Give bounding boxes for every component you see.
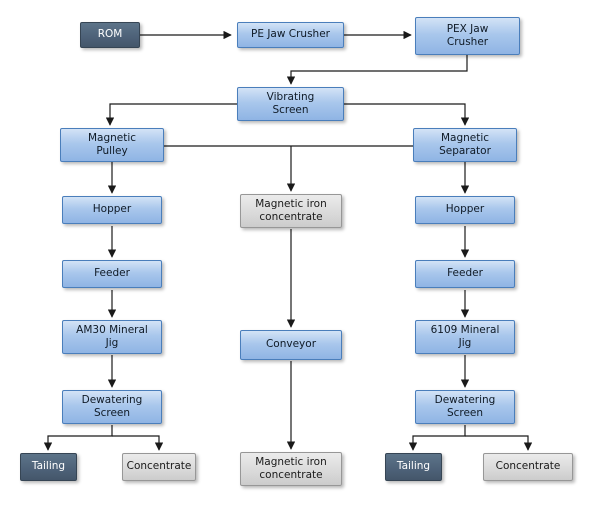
node-label: Magnetic iron concentrate	[255, 455, 327, 481]
node-label: Magnetic Pulley	[87, 131, 137, 157]
arrow-pex-to-vibrating-screen	[286, 55, 468, 85]
node-label: Hopper	[445, 203, 485, 216]
node-pex-jaw-crusher: PEX Jaw Crusher	[415, 17, 520, 55]
arrow-dewatering-left-to-concentrate	[112, 435, 164, 451]
node-label: Concentrate	[126, 460, 192, 473]
node-label: Feeder	[447, 267, 483, 280]
node-rom: ROM	[80, 22, 140, 48]
node-label: Hopper	[92, 203, 132, 216]
node-magnetic-separator: Magnetic Separator	[413, 128, 517, 162]
node-label: Conveyor	[265, 338, 317, 351]
node-label: 6109 Mineral Jig	[430, 323, 500, 349]
arrow-vibrating-to-magnetic-pulley	[105, 103, 237, 126]
node-label: Vibrating Screen	[266, 90, 315, 116]
node-concentrate-left: Concentrate	[122, 453, 196, 481]
node-hopper-left: Hopper	[62, 196, 162, 224]
node-label: AM30 Mineral Jig	[76, 323, 148, 349]
node-concentrate-right: Concentrate	[483, 453, 573, 481]
node-label: Dewatering Screen	[434, 393, 496, 419]
node-tailing-left: Tailing	[20, 453, 77, 481]
node-label: PE Jaw Crusher	[251, 28, 330, 41]
node-label: Tailing	[396, 460, 431, 473]
node-magnetic-iron-concentrate-top: Magnetic iron concentrate	[240, 194, 342, 228]
arrow-vibrating-to-magnetic-separator	[344, 103, 470, 126]
node-feeder-left: Feeder	[62, 260, 162, 288]
node-label: Tailing	[31, 460, 66, 473]
node-label: ROM	[97, 28, 123, 41]
node-magnetic-iron-concentrate-bottom: Magnetic iron concentrate	[240, 452, 342, 486]
node-tailing-right: Tailing	[385, 453, 442, 481]
arrow-dewatering-right-to-tailing	[408, 425, 466, 451]
node-label: Magnetic iron concentrate	[255, 197, 327, 223]
node-dewatering-screen-left: Dewatering Screen	[62, 390, 162, 424]
node-conveyor: Conveyor	[240, 330, 342, 360]
node-am30-mineral-jig: AM30 Mineral Jig	[62, 320, 162, 354]
node-feeder-right: Feeder	[415, 260, 515, 288]
node-6109-mineral-jig: 6109 Mineral Jig	[415, 320, 515, 354]
node-vibrating-screen: Vibrating Screen	[237, 87, 344, 121]
node-label: Magnetic Separator	[439, 131, 491, 157]
node-magnetic-pulley: Magnetic Pulley	[60, 128, 164, 162]
node-label: Dewatering Screen	[81, 393, 143, 419]
arrow-dewatering-left-to-tailing	[43, 425, 113, 451]
node-pe-jaw-crusher: PE Jaw Crusher	[237, 22, 344, 48]
node-label: Feeder	[94, 267, 130, 280]
node-dewatering-screen-right: Dewatering Screen	[415, 390, 515, 424]
node-label: PEX Jaw Crusher	[446, 22, 489, 48]
node-label: Concentrate	[495, 460, 561, 473]
arrow-dewatering-right-to-concentrate	[465, 435, 533, 451]
node-hopper-right: Hopper	[415, 196, 515, 224]
